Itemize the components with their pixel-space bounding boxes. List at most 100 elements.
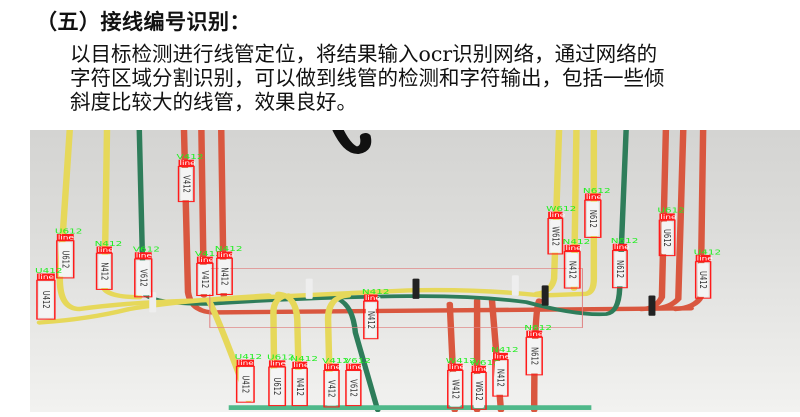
wire-marker-sleeve [661, 221, 673, 255]
cable-tie [541, 285, 549, 306]
section-title: （五）接线编号识别： [36, 9, 251, 34]
sleeve-text: N612 [586, 210, 598, 228]
wire-marker-sleeve [294, 369, 306, 405]
wire-marker-sleeve [198, 264, 211, 295]
class-label: line [697, 255, 713, 262]
class-label-bg [216, 251, 233, 259]
class-label-bg [447, 363, 463, 371]
region-box [209, 268, 583, 328]
ocr-result-label: U612 [55, 228, 83, 236]
sleeve-text: N412 [218, 267, 230, 285]
class-label-bg [324, 363, 339, 371]
class-label: line [494, 353, 510, 360]
wire-scene: V412lineV412U612lineU612N412lineN412V612… [35, 130, 722, 412]
class-label: line [566, 245, 582, 252]
class-label: line [293, 362, 309, 369]
detection-box [235, 365, 255, 403]
class-label: line [98, 246, 114, 253]
sleeve-text: V412 [325, 380, 337, 397]
class-label: line [473, 366, 489, 373]
cable-tie [412, 278, 420, 299]
ocr-result-label: V412 [195, 250, 222, 258]
class-label: line [325, 364, 341, 371]
wire-marker-sleeve [180, 167, 192, 201]
yellow-wire [36, 293, 272, 325]
class-label-bg [96, 246, 112, 254]
sleeve-text: U612 [59, 250, 71, 268]
class-label-bg [236, 359, 255, 367]
ocr-result-label: V412 [177, 153, 204, 161]
ocr-result-label: N412 [491, 347, 519, 355]
cable-tie [305, 278, 313, 299]
yellow-wire [533, 130, 563, 296]
cable-tie [648, 295, 656, 316]
sleeve-text: N412 [98, 262, 110, 280]
wire-marker-sleeve [473, 373, 485, 408]
ocr-result-label: W612 [470, 359, 500, 367]
class-label: line [58, 234, 74, 241]
class-label-bg [363, 294, 378, 302]
class-label: line [449, 364, 465, 371]
wire-marker-sleeve [347, 371, 359, 405]
ocr-result-label: N412 [95, 240, 123, 248]
sleeve-text: V612 [347, 379, 359, 396]
yellow-wire [101, 130, 143, 300]
class-label: line [614, 244, 630, 251]
wire-marker-sleeve [550, 219, 561, 253]
ocr-result-label: U412 [35, 267, 63, 275]
wire-marker-sleeve [566, 252, 578, 287]
paragraph-line: 字符区域分割识别，可以做到线管的检测和字符输出，包括一些倾 [70, 66, 665, 90]
ocr-result-label: N412 [362, 288, 390, 296]
class-label: line [180, 160, 196, 167]
paragraph-line: 斜度比较大的线管，效果良好。 [70, 90, 357, 114]
wire-marker-sleeve [38, 281, 53, 318]
sleeve-text: V412 [180, 175, 192, 192]
class-label-bg [548, 211, 563, 219]
sleeve-text: W412 [449, 379, 461, 399]
wire-marker-sleeve [528, 338, 541, 374]
wire-marker-sleeve [614, 251, 626, 287]
class-label-bg [268, 360, 286, 368]
class-label-bg [292, 361, 308, 369]
sleeve-text: U612 [661, 229, 673, 247]
class-label: line [218, 251, 234, 258]
ocr-result-label: U412 [694, 249, 722, 257]
sleeve-text: N612 [528, 347, 540, 365]
wire-marker-sleeve [586, 201, 599, 237]
sleeve-text: N612 [613, 260, 625, 278]
sleeve-text: U412 [697, 271, 709, 289]
wire-marker-sleeve [238, 367, 253, 401]
sleeve-text: V612 [137, 269, 149, 286]
ocr-result-label: N412 [290, 355, 318, 363]
black-cable [332, 130, 372, 154]
class-label-bg [134, 252, 152, 260]
class-label-bg [659, 213, 675, 221]
class-label-bg [612, 243, 628, 251]
sleeve-text: U412 [39, 291, 51, 309]
detection-box [694, 261, 712, 299]
ocr-result-label: W612 [546, 205, 576, 213]
class-label-bg [178, 159, 194, 167]
class-label-bg [56, 234, 74, 241]
wire-marker-sleeve [218, 259, 231, 294]
sleeve-text: N412 [566, 261, 578, 279]
detection-box [177, 165, 195, 203]
sleeve-text: W612 [472, 381, 484, 401]
ocr-result-label: U612 [267, 354, 295, 362]
wire-marker-sleeve [365, 302, 376, 338]
red-wire [652, 130, 687, 311]
class-label: line [527, 330, 543, 337]
class-label-bg [564, 244, 580, 252]
ocr-result-label: N612 [583, 187, 611, 195]
ocr-result-label: V612 [344, 357, 371, 365]
wire-marker-sleeve [270, 368, 284, 405]
wire-marker-sleeve [136, 260, 150, 296]
ocr-result-label: N412 [215, 245, 243, 253]
wire-marker-sleeve [98, 254, 110, 289]
sleeve-text: V412 [198, 271, 210, 288]
description-paragraph: 以目标检测进行线管定位，将结果输入ocr识别网络，通过网络的 字符区域分割识别，… [70, 42, 770, 114]
ocr-result-label: N412 [563, 239, 591, 247]
ocr-result-label: N612 [611, 238, 639, 246]
sleeve-text: W612 [549, 226, 561, 246]
